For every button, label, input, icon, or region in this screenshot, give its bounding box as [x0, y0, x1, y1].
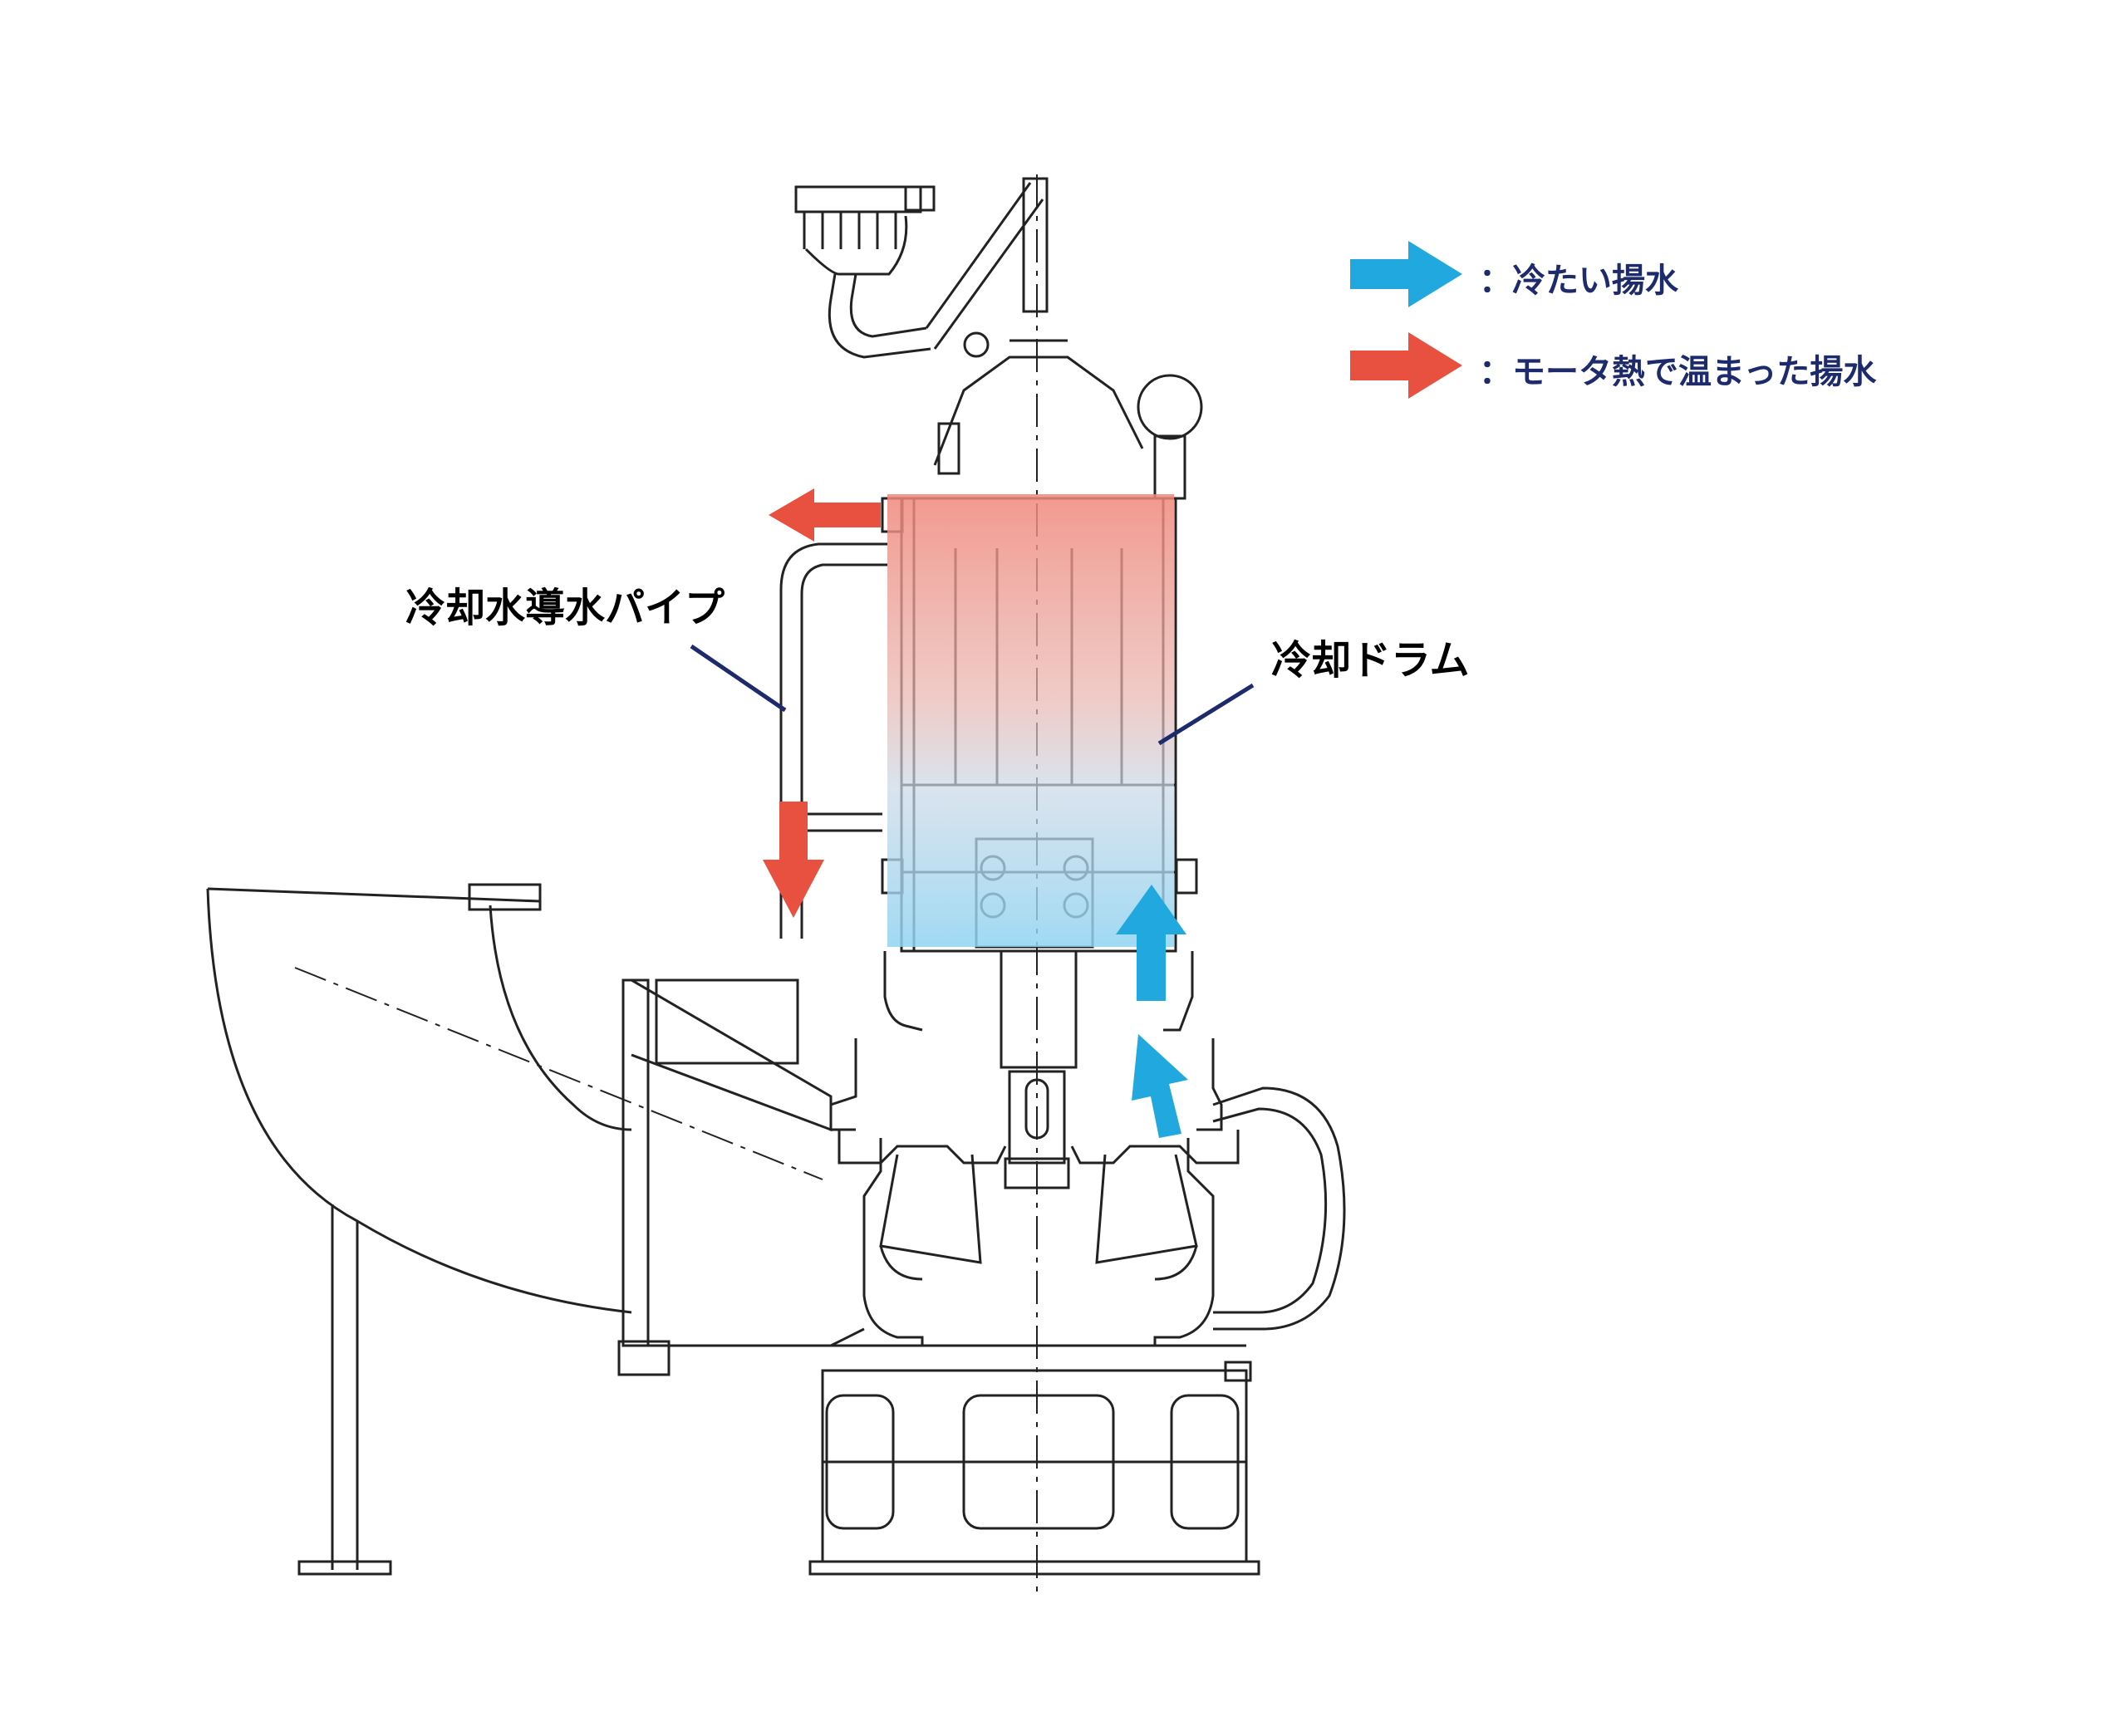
- motor-top-cover: [931, 339, 1203, 500]
- cooling-water-pipe: [779, 542, 887, 939]
- seal-housing: [829, 949, 1240, 1189]
- power-cable: [794, 177, 1049, 359]
- legend-warm-label: ：モータ熱で温まった揚水: [1479, 353, 1877, 391]
- warm-water-arrows: [763, 488, 881, 918]
- legend-cold-label: ：冷たい揚水: [1479, 262, 1678, 300]
- cooling-drum-gradient: [887, 494, 1174, 947]
- pump-casing: [665, 1086, 1346, 1382]
- cooling-drum-label: 冷却ドラム: [1271, 637, 1470, 684]
- discharge-elbow: [206, 883, 833, 1576]
- legend-cold-arrow: [1350, 241, 1462, 307]
- pump-base-stand: [808, 1369, 1260, 1576]
- cold-water-arrows: [1116, 885, 1188, 1138]
- pump-line-drawing: [206, 174, 1346, 1595]
- warm-arrow-left: [769, 488, 881, 542]
- impeller: [879, 1154, 1198, 1281]
- warm-arrow-down: [763, 802, 824, 918]
- cooling-pipe-label: 冷却水導水パイプ: [405, 585, 725, 631]
- pipe-leader-line: [690, 644, 787, 713]
- cold-arrow-up: [1116, 885, 1186, 1001]
- legend-warm-arrow: [1350, 332, 1462, 399]
- cold-arrow-diagonal: [1132, 1034, 1188, 1138]
- drum-leader-line: [1157, 683, 1255, 746]
